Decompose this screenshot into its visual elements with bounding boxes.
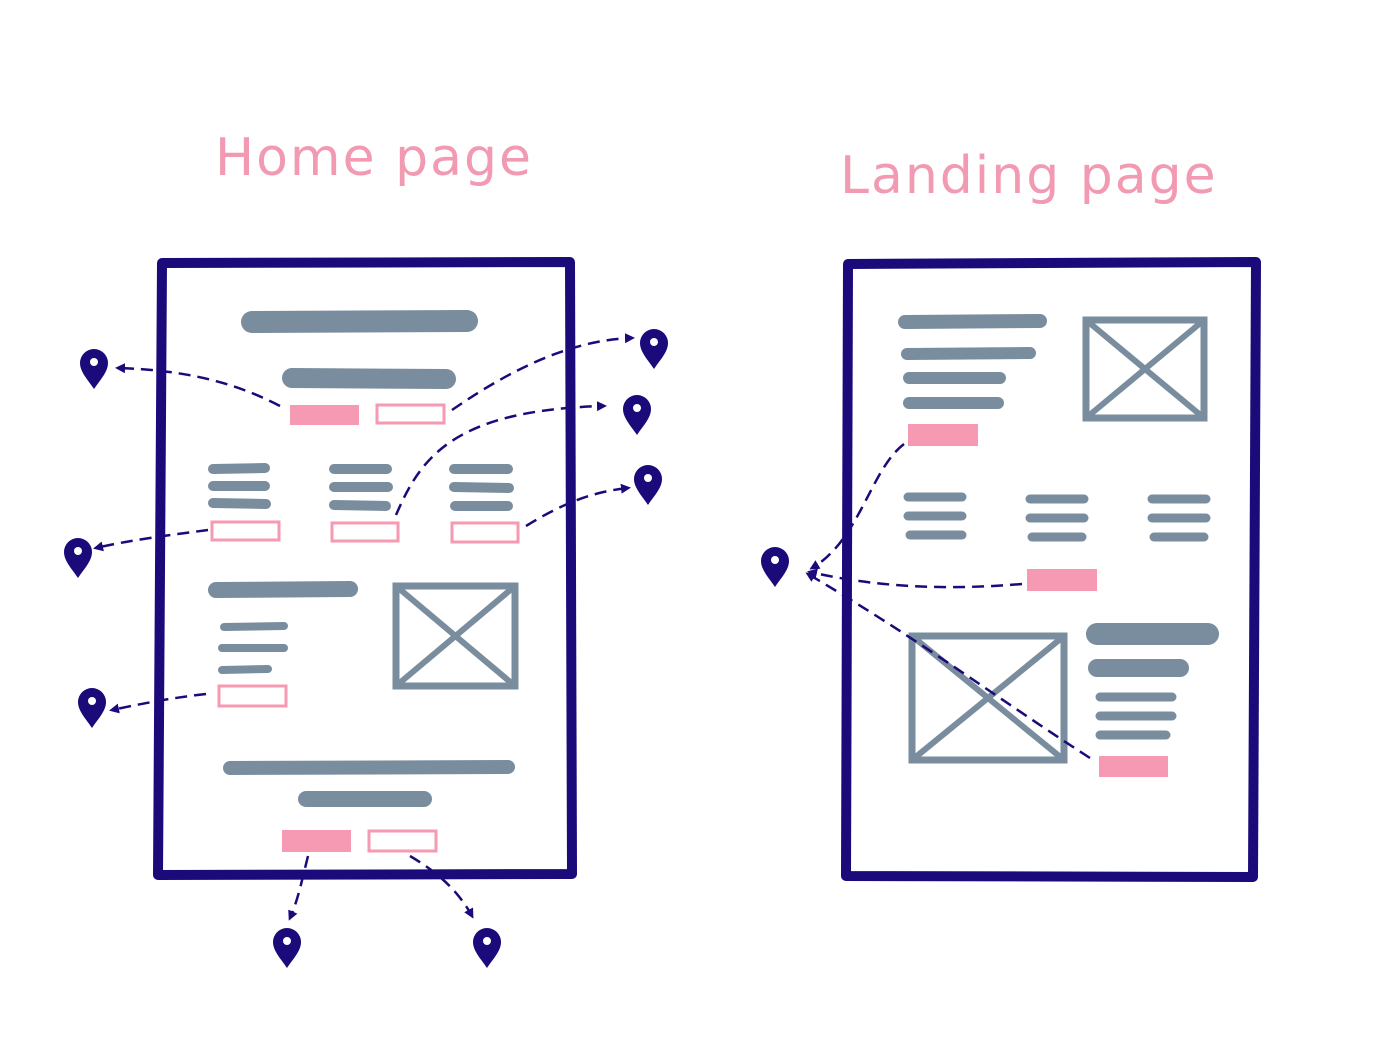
feature-button <box>217 684 288 708</box>
map-pin-icon <box>80 349 108 389</box>
home-column-3 <box>449 464 520 544</box>
arrow-landing-columns <box>807 568 1023 589</box>
landing-hero-heading-bar <box>898 314 1047 329</box>
home-footer-cta <box>223 760 515 853</box>
home-column-2 <box>329 464 400 543</box>
home-feature <box>208 581 519 708</box>
landing-feature <box>908 623 1219 777</box>
home-page-frame <box>153 257 577 880</box>
home-hero <box>241 310 478 425</box>
landing-hero <box>898 314 1208 446</box>
image-placeholder-icon <box>908 632 1068 764</box>
image-placeholder-icon <box>392 582 519 690</box>
landing-arrows <box>805 443 1091 760</box>
landing-feature-button <box>1099 756 1168 777</box>
map-pin-icon <box>273 928 301 968</box>
home-arrows <box>93 333 635 921</box>
landing-column-1 <box>903 492 967 540</box>
feature-heading-bar <box>208 581 358 598</box>
hero-subheading-bar <box>282 368 456 389</box>
arrow-column1-left <box>93 528 209 552</box>
landing-columns <box>903 492 1211 591</box>
home-columns <box>208 463 520 544</box>
hero-heading-bar <box>241 310 478 333</box>
arrow-column2-right <box>394 401 607 516</box>
footer-heading-bar <box>223 760 515 775</box>
arrow-landing-feature <box>805 572 1091 760</box>
footer-primary-button <box>282 830 351 852</box>
footer-secondary-button <box>367 829 438 853</box>
hero-secondary-button <box>375 403 446 425</box>
map-pin-icon <box>473 928 501 968</box>
arrow-hero-right <box>451 333 635 412</box>
map-pin-icon <box>78 688 106 728</box>
landing-column-3 <box>1147 494 1211 542</box>
landing-pins <box>761 547 789 587</box>
hero-primary-button <box>290 405 359 425</box>
map-pin-icon <box>761 547 789 587</box>
map-pin-icon <box>623 395 651 435</box>
arrow-footer-secondary-down <box>409 854 474 919</box>
arrow-hero-left <box>115 363 281 408</box>
column-1-button <box>210 520 281 542</box>
map-pin-icon <box>634 465 662 505</box>
landing-column-2 <box>1025 494 1089 542</box>
landing-hero-button <box>908 424 978 446</box>
column-2-button <box>330 521 400 543</box>
image-placeholder-icon <box>1082 316 1208 422</box>
home-column-1 <box>208 463 281 542</box>
column-3-button <box>450 521 520 544</box>
landing-page-frame <box>841 257 1261 882</box>
home-page-title: Home page <box>215 128 533 188</box>
map-pin-icon <box>640 329 668 369</box>
landing-columns-button <box>1027 569 1097 591</box>
map-pin-icon <box>64 538 92 578</box>
arrow-footer-primary-down <box>288 855 310 921</box>
arrow-feature-left <box>109 692 207 714</box>
arrow-column3-right <box>525 483 631 528</box>
landing-page-title: Landing page <box>840 146 1218 206</box>
arrow-landing-hero <box>809 443 905 570</box>
